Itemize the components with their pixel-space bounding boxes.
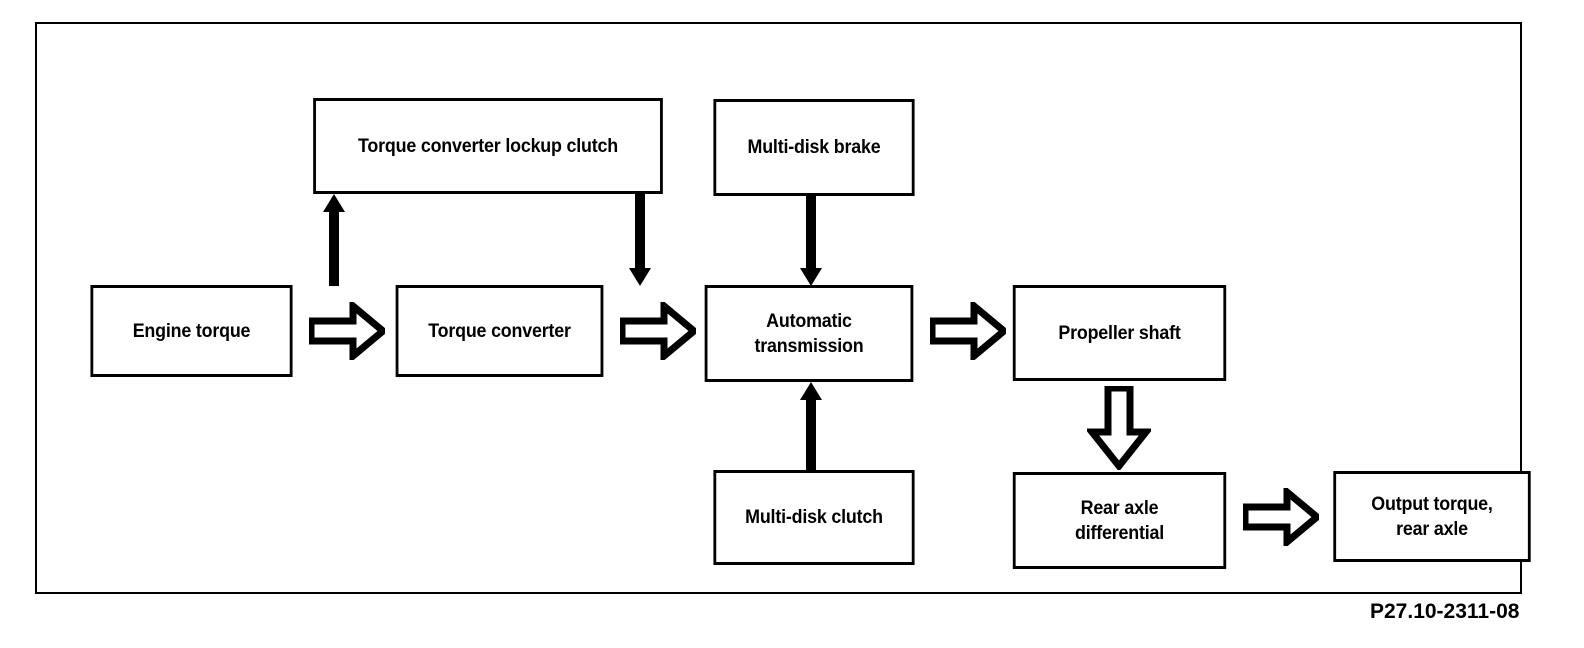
node-rear-axle-differential[interactable]: Rear axle differential bbox=[1012, 472, 1227, 569]
node-multi-disk-clutch[interactable]: Multi-disk clutch bbox=[713, 470, 915, 565]
connector-transmission-to-propeller-arrow-right-icon bbox=[930, 302, 1006, 360]
node-label: Rear axle differential bbox=[1074, 497, 1165, 544]
node-label: Automatic transmission bbox=[754, 310, 864, 357]
node-propeller-shaft[interactable]: Propeller shaft bbox=[1012, 285, 1227, 381]
connector-brake-to-transmission-arrow-down-icon bbox=[799, 196, 823, 286]
node-torque-converter-lockup-clutch[interactable]: Torque converter lockup clutch bbox=[313, 98, 663, 194]
connector-propeller-to-rear-axle-arrow-down-icon bbox=[1087, 386, 1151, 470]
node-label: Output torque, rear axle bbox=[1371, 493, 1493, 540]
connector-engine-to-converter-arrow-right-icon bbox=[309, 302, 385, 360]
connector-lockup-to-converter-arrow-down-icon bbox=[628, 194, 652, 286]
node-label: Torque converter lockup clutch bbox=[358, 135, 618, 157]
connector-converter-to-transmission-arrow-right-icon bbox=[620, 302, 696, 360]
node-automatic-transmission[interactable]: Automatic transmission bbox=[704, 285, 914, 382]
node-label: Multi-disk brake bbox=[747, 137, 881, 158]
node-output-torque-rear-axle[interactable]: Output torque, rear axle bbox=[1333, 471, 1531, 562]
node-engine-torque[interactable]: Engine torque bbox=[90, 285, 293, 377]
node-label: Propeller shaft bbox=[1058, 322, 1181, 344]
node-label: Torque converter bbox=[428, 320, 571, 342]
node-label: Engine torque bbox=[132, 320, 251, 342]
connector-clutch-to-transmission-arrow-up-icon bbox=[799, 382, 823, 472]
connector-rear-axle-to-output-arrow-right-icon bbox=[1243, 488, 1319, 546]
node-label: Multi-disk clutch bbox=[745, 507, 883, 528]
node-torque-converter[interactable]: Torque converter bbox=[395, 285, 604, 377]
diagram-frame: Engine torque Torque converter Torque co… bbox=[35, 22, 1531, 594]
figure-reference-caption: P27.10-2311-08 bbox=[1370, 600, 1520, 623]
connector-converter-to-lockup-arrow-up-icon bbox=[322, 194, 346, 286]
node-multi-disk-brake[interactable]: Multi-disk brake bbox=[713, 99, 915, 196]
